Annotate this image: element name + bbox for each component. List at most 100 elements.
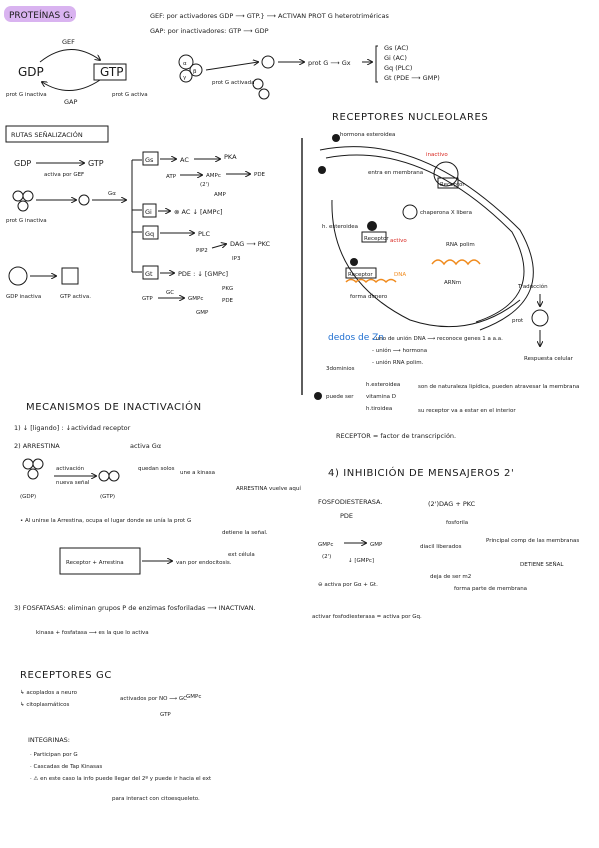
rutas-gt: Gt: [145, 270, 153, 278]
inh-pde: PDE: [340, 512, 353, 520]
rutas-pde: PDE: [254, 172, 266, 178]
inh-deja: deja de ser m2: [430, 574, 471, 580]
sub-prot-gx: prot G ⟶ Gx: [308, 59, 351, 67]
subunit-diagram: α β γ prot G activada prot G ⟶ Gx: [178, 45, 378, 100]
nucleares-title: RECEPTORES NUCLEOLARES: [332, 112, 488, 123]
cycle-activa: prot G activa: [112, 92, 148, 98]
rutas-pka: PKA: [224, 153, 237, 161]
rutas-gi: Gi: [145, 208, 152, 216]
cycle-inactiva: prot G inactiva: [6, 92, 47, 98]
mec-senal: nueva señal: [56, 480, 90, 486]
gc-integrinas: INTEGRINAS:: [28, 736, 70, 744]
mec-item2: 2) ARRESTINA: [14, 442, 60, 450]
title-highlight: [4, 6, 76, 22]
mec-gdp: (GDP): [20, 494, 36, 500]
nuc-chaperona: chaperona X libera: [420, 210, 472, 216]
gc-activados: activados por NO ⟶ GC: [120, 696, 187, 702]
proteinas-title: PROTEÍNAS G.: [9, 9, 73, 21]
inhibicion-title: 4) INHIBICIÓN DE MENSAJEROS 2': [328, 466, 514, 479]
nuc-hormona: hormona esteroidea: [340, 132, 395, 138]
rutas-pip2: PIP2: [196, 248, 208, 254]
rutas-plc: PLC: [198, 230, 211, 238]
gc-gmpc: GMPc: [186, 694, 201, 700]
inh-principal: Principal comp de las membranas: [486, 538, 579, 544]
mec-activa-ga: activa Gα: [130, 442, 161, 450]
gc-line2: ↳ citoplasmáticos: [20, 701, 69, 708]
nuc-receptor-low: Receptor: [348, 272, 373, 278]
mec-endocitosis: van por endocitosis.: [176, 560, 232, 566]
nuc-prot: prot: [512, 318, 524, 324]
rutas-ga: Gα: [108, 191, 116, 197]
rutas-title: RUTAS SEÑALIZACIÓN: [11, 130, 83, 139]
sub-gamma: γ: [183, 75, 187, 81]
nuc-h-esteroidea: h. esteroidea: [322, 224, 358, 230]
nuc-tipo-1: vitamina D: [366, 394, 396, 400]
mec-quedan: quedan solos: [138, 466, 175, 472]
inh-gmpc: GMPc: [318, 542, 333, 548]
nuc-nota1: son de naturaleza lipídica, pueden atrav…: [418, 383, 579, 390]
nuc-factor: RECEPTOR = factor de transcripción.: [336, 432, 456, 440]
nuc-receptor-mid: Receptor: [364, 236, 389, 242]
type-gq: Gq (PLC): [384, 64, 412, 72]
mec-kinasa: kinasa + fosfatasa ⟶ es la que lo activa: [36, 630, 149, 636]
nuc-nota2: su receptor va a estar en el interior: [418, 408, 516, 414]
cell-membrane: [319, 146, 534, 331]
inh-gmp: GMP: [370, 542, 383, 548]
mec-arrestina-box: ARRESTINA vuelve aquí: [236, 485, 301, 492]
inh-fosforila: fosforila: [446, 520, 468, 526]
nuc-respuesta: Respuesta celular: [524, 356, 574, 362]
rutas-ac: AC: [180, 156, 189, 164]
gc-gtp: GTP: [160, 712, 171, 718]
type-gi: Gi (AC): [384, 54, 407, 62]
mec-activacion: activación: [56, 465, 85, 472]
cycle-gdp: GDP: [18, 65, 44, 79]
sub-activada: prot G activada: [212, 80, 254, 86]
mec-item1: 1) ↓ [ligando] : ↓actividad receptor: [14, 424, 131, 432]
rutas-gtp: GTP: [88, 159, 104, 168]
mec-detiene: detiene la señal.: [222, 530, 268, 536]
rutas-gtp-activa: GTP activa.: [60, 294, 91, 300]
gc-list-1: · Cascadas de Tap Kinasas: [30, 764, 102, 770]
rutas-gi-line: ⊗ AC ↓ [AMPc]: [174, 208, 223, 216]
nuc-rna-polim: RNA polim: [446, 242, 475, 248]
nuc-dedos: dedos de Zn: [328, 333, 384, 343]
rutas-two: (2'): [200, 182, 209, 188]
rutas-gq: Gq: [145, 230, 154, 238]
mec-gtp: (GTP): [100, 494, 115, 500]
gc-title: RECEPTORES GC: [20, 670, 112, 681]
nuc-union3: - unión RNA polim.: [372, 359, 424, 366]
gc-list-0: · Participan por G: [30, 752, 78, 758]
type-gs: Gs (AC): [384, 44, 408, 52]
gdp-gtp-cycle: GEF GDP GTP GAP prot G inactiva prot G a…: [6, 38, 148, 106]
cycle-gap: GAP: [64, 98, 77, 106]
rutas-atp: ATP: [166, 174, 177, 180]
inh-dag: (2')DAG + PKC: [428, 500, 476, 508]
nuc-traduccion: Traducción: [517, 283, 548, 290]
inh-down-gmpc: ↓ [GMPc]: [348, 557, 374, 564]
inh-two: (2'): [322, 554, 331, 560]
rutas-gdp: GDP: [14, 159, 31, 168]
rutas-gt-line: PDE : ↓ [GMPc]: [178, 270, 228, 278]
rutas-amp: AMP: [214, 192, 227, 198]
nuc-arnm: ARNm: [444, 280, 461, 286]
nuc-entra: entra en membrana: [368, 170, 423, 176]
rutas-gdp-inactiva: GDP inactiva: [6, 294, 41, 300]
nuc-tipo-0: h.esteroidea: [366, 382, 400, 388]
sub-beta: β: [193, 69, 197, 75]
rutas-gs: Gs: [145, 156, 154, 164]
nuc-tipo-2: h.tiroidea: [366, 406, 392, 412]
nuc-activo: activo: [390, 238, 407, 244]
inh-diacil: diacil liberados: [420, 544, 462, 550]
rutas-gc: GC: [166, 290, 174, 296]
cycle-gtp: GTP: [100, 65, 123, 79]
inh-activar: activar fosfodiesterasa = activa por Gq.: [312, 614, 422, 620]
nuc-puede-ser: puede ser: [326, 394, 354, 400]
mecanismos-title: MECANISMOS DE INACTIVACIÓN: [26, 400, 202, 413]
mec-al-unirse: • Al unirse la Arrestina, ocupa el lugar…: [20, 517, 191, 524]
inh-activa-por: ⊖ activa por Gα + Gt.: [318, 582, 378, 588]
mec-ext: ext célula: [228, 551, 255, 558]
gef-line: GEF: por activadores GDP ⟶ GTP.} ⟶ ACTIV…: [150, 12, 389, 20]
sub-alpha: α: [183, 61, 187, 67]
